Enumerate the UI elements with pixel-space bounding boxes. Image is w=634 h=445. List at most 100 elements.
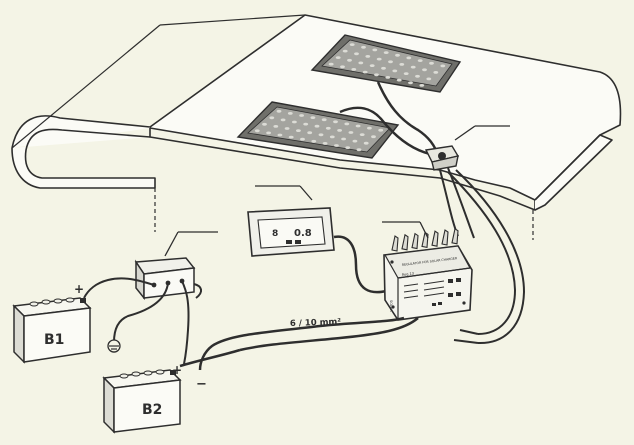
solar-cell (354, 52, 359, 56)
solar-cell (321, 118, 327, 122)
solar-cell (333, 120, 338, 124)
solar-cell (399, 63, 405, 66)
solar-panel-rear (310, 34, 462, 93)
solar-cell (406, 56, 412, 60)
solar-cell (388, 60, 393, 64)
solar-cell (300, 137, 305, 141)
solar-cell (292, 120, 297, 124)
solar-cell (440, 64, 446, 68)
controller-terminal (421, 231, 429, 249)
solar-cell (396, 78, 402, 82)
solar-cell (284, 127, 290, 130)
solar-cell (340, 65, 345, 69)
solar-cell (362, 70, 368, 74)
solar-cell (433, 71, 439, 74)
solar-cell (426, 77, 432, 81)
solar-cell (337, 129, 342, 132)
solar-cell (322, 142, 328, 145)
controller-caption: SOLAR (389, 300, 393, 312)
display-right-value: 0.8 (294, 228, 312, 239)
solar-cell (318, 133, 324, 137)
ground-icon (107, 339, 121, 353)
solar-cell (356, 148, 362, 152)
solar-panel-front (236, 101, 400, 159)
solar-cell (280, 118, 286, 122)
solar-cell (299, 114, 304, 117)
solar-cell (392, 69, 398, 73)
controller-title: REGULATOR FOR SOLAR CHARGER (402, 256, 458, 267)
solar-cell (415, 74, 420, 78)
solar-cell (277, 133, 283, 137)
solar-cell (303, 122, 309, 126)
battery-b2-minus: − (196, 377, 207, 392)
solar-cell (328, 62, 334, 66)
battery-b1-label: B1 (44, 332, 64, 348)
solar-cell (371, 135, 376, 139)
display-pointer-tip (299, 185, 313, 201)
solar-cell (335, 56, 341, 59)
solar-cell (325, 126, 331, 130)
vehicle-roof (11, 14, 622, 240)
solar-cell (403, 72, 409, 75)
roof-junction-box (424, 145, 460, 171)
solar-cell (287, 112, 293, 115)
solar-cell (262, 122, 267, 126)
solar-cell (341, 137, 346, 141)
solar-cell (314, 124, 320, 128)
controller-terminal (401, 233, 409, 251)
controller-pointer-tip (419, 221, 429, 239)
solar-cell (363, 141, 369, 145)
solar-cell (410, 65, 416, 69)
solar-cell (345, 146, 351, 150)
solar-cell (310, 116, 316, 119)
solar-cell (359, 133, 365, 137)
cable-spec-label: 6 / 10 mm² (290, 317, 342, 329)
solar-cell (358, 61, 364, 65)
controller-terminal (411, 232, 419, 250)
display-button (295, 240, 301, 244)
solar-cell (385, 76, 391, 79)
solar-cell (419, 84, 425, 87)
battery-b2-plus: + (172, 363, 182, 377)
relay-pointer (164, 231, 179, 257)
solar-cell (381, 66, 386, 70)
relay-wires (83, 277, 202, 365)
controller-terminal (391, 235, 399, 252)
solar-cell (329, 135, 335, 139)
controller-terminal (451, 227, 459, 245)
solar-cell (347, 58, 352, 62)
display-cable (333, 235, 391, 294)
solar-cell (395, 53, 400, 57)
solar-cell (369, 64, 375, 67)
solar-cell (367, 126, 372, 130)
battery-b1: B1 (12, 297, 92, 364)
solar-cell (365, 55, 371, 58)
solar-cell (429, 61, 434, 65)
solar-cell (296, 129, 301, 133)
battery-b2: B2 (102, 369, 182, 434)
controller-terminal (431, 230, 439, 247)
display-left-value: 8 (272, 229, 278, 239)
battery-b1-plus: + (74, 282, 84, 296)
solar-cell (266, 131, 271, 135)
solar-cell (342, 49, 348, 53)
charge-controller: REGULATOR FOR SOLAR CHARGER Reg 13 SOLAR (383, 227, 473, 321)
solar-cell (352, 139, 358, 143)
relay-box (134, 257, 196, 301)
main-cable (179, 316, 419, 371)
solar-cell (374, 73, 379, 77)
solar-cell (408, 81, 413, 85)
solar-cell (422, 68, 427, 72)
solar-cell (273, 125, 279, 128)
solar-cell (361, 45, 366, 49)
solar-cell (334, 144, 339, 147)
panel-cables (339, 81, 438, 156)
solar-cell (417, 59, 423, 62)
solar-cell (355, 124, 361, 128)
solar-cell (349, 43, 355, 46)
controller-terminal (441, 229, 449, 246)
solar-cell (307, 131, 313, 135)
battery-b2-label: B2 (142, 402, 162, 418)
